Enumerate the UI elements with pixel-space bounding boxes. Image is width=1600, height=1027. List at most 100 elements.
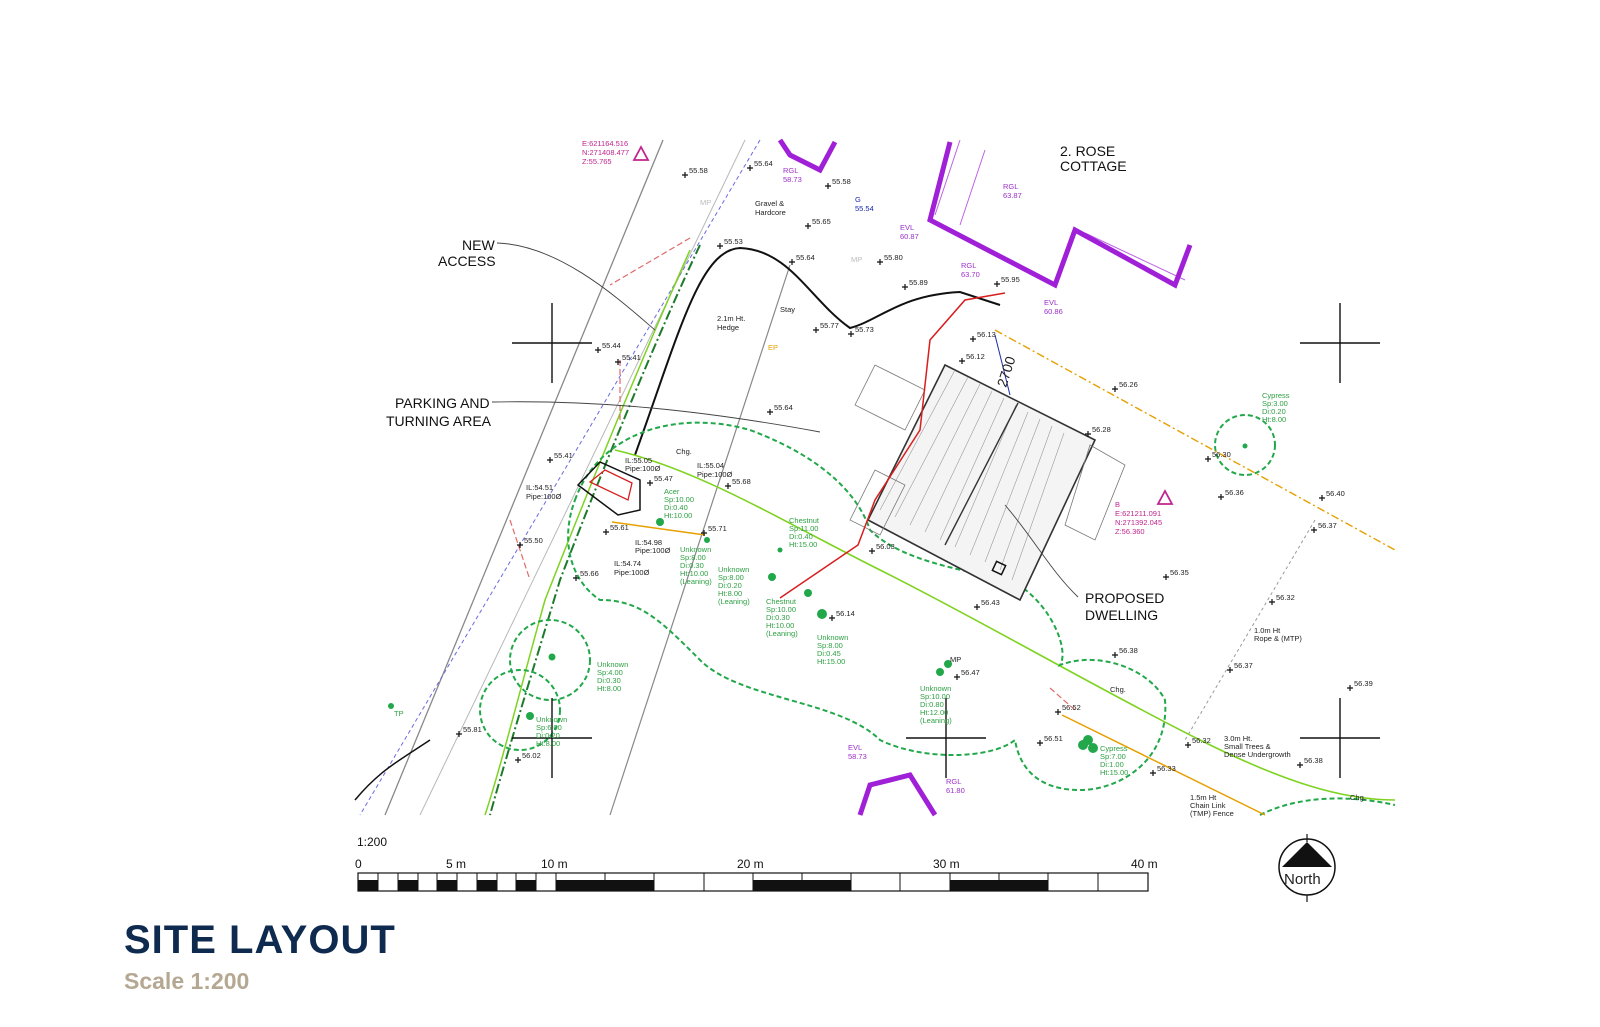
level-marker-icon bbox=[456, 731, 462, 737]
level-point: 55.66 bbox=[573, 569, 599, 581]
level-point: 56.14 bbox=[829, 609, 855, 621]
tree-note: (Leaning) bbox=[680, 577, 712, 586]
chg-label-1: Chg. bbox=[676, 447, 692, 456]
level-marker-icon bbox=[1347, 685, 1353, 691]
level-value: 55.50 bbox=[524, 536, 543, 545]
level-value: 56.37 bbox=[1318, 521, 1337, 530]
level-marker-icon bbox=[701, 530, 707, 536]
level-point: 55.77 bbox=[813, 321, 839, 333]
level-value: 56.32 bbox=[1192, 736, 1211, 745]
orange-pipe bbox=[611, 521, 706, 536]
north-arrow-icon bbox=[1282, 842, 1332, 867]
scale-bar: 1:200 0 5 m 10 m 20 m bbox=[355, 835, 1158, 892]
orange-fence-line bbox=[1061, 714, 1266, 816]
level-value: 56.02 bbox=[522, 751, 541, 760]
access-road-edge bbox=[634, 246, 1001, 456]
spot-pur-1-code: RGL bbox=[783, 166, 798, 175]
proposed-dwelling bbox=[849, 363, 1126, 602]
scale-label-30: 30 m bbox=[933, 857, 960, 871]
level-value: 55.89 bbox=[909, 278, 928, 287]
tree-name: Cypress bbox=[1262, 391, 1290, 400]
tree-sp: Sp:8.00 bbox=[680, 553, 706, 562]
level-value: 56.14 bbox=[836, 609, 855, 618]
cp2-n: N:271392.045 bbox=[1115, 518, 1162, 527]
hedge-label-1: 2.1m Ht. bbox=[717, 314, 745, 323]
level-point: 56.52 bbox=[1055, 703, 1081, 715]
tree-sp: Sp:6.00 bbox=[536, 723, 562, 732]
level-marker-icon bbox=[1311, 527, 1317, 533]
hedge-lines bbox=[484, 244, 1396, 816]
page-subtitle: Scale 1:200 bbox=[124, 968, 250, 994]
tree-name: Unknown bbox=[817, 633, 848, 642]
spot-pur-2-val: 63.87 bbox=[1003, 191, 1022, 200]
invert-1-il: IL:55.05 bbox=[625, 456, 652, 465]
level-marker-icon bbox=[1297, 762, 1303, 768]
mp-label-1: MP bbox=[700, 198, 711, 207]
level-value: 55.81 bbox=[463, 725, 482, 734]
level-marker-icon bbox=[825, 183, 831, 189]
level-point: 55.65 bbox=[805, 217, 831, 229]
tree-name: Unknown bbox=[680, 545, 711, 554]
level-value: 56.51 bbox=[1044, 734, 1063, 743]
level-value: 56.43 bbox=[981, 598, 1000, 607]
spot-pur-6-code: EVL bbox=[848, 743, 862, 752]
level-marker-icon bbox=[974, 604, 980, 610]
invert-3-pipe: Pipe:100Ø bbox=[526, 492, 562, 501]
level-value: 55.44 bbox=[602, 341, 621, 350]
ep-label: EP bbox=[768, 343, 778, 352]
trees-label-3: Dense Undergrowth bbox=[1224, 750, 1291, 759]
scale-label-40: 40 m bbox=[1131, 857, 1158, 871]
level-marker-icon bbox=[717, 243, 723, 249]
tree-ht: Ht:10.00 bbox=[766, 621, 794, 630]
tree-ht: Ht:12.00 bbox=[920, 708, 948, 717]
level-point: 56.38 bbox=[1112, 646, 1138, 658]
level-value: 55.47 bbox=[654, 474, 673, 483]
level-point: 55.73 bbox=[848, 325, 874, 337]
level-point: 56.35 bbox=[1163, 568, 1189, 580]
tree-di: Di:0.40 bbox=[664, 503, 688, 512]
level-value: 55.68 bbox=[732, 477, 751, 486]
level-value: 55.58 bbox=[832, 177, 851, 186]
chg-label-2: Chg. bbox=[1110, 685, 1126, 694]
level-point: 56.12 bbox=[959, 352, 985, 364]
level-marker-icon bbox=[1112, 652, 1118, 658]
scale-label-20: 20 m bbox=[737, 857, 764, 871]
level-marker-icon bbox=[1037, 740, 1043, 746]
scale-ratio: 1:200 bbox=[357, 835, 387, 849]
level-point: 55.41 bbox=[547, 451, 573, 463]
invert-4-il: IL:54.98 bbox=[635, 538, 662, 547]
level-value: 55.41 bbox=[622, 353, 641, 362]
scale-label-10: 10 m bbox=[541, 857, 568, 871]
tree-sp: Sp:10.00 bbox=[766, 605, 796, 614]
cp2-e: E:621211.091 bbox=[1115, 509, 1161, 518]
mp-label-2: MP bbox=[851, 255, 862, 264]
level-value: 55.71 bbox=[708, 524, 727, 533]
level-marker-icon bbox=[789, 259, 795, 265]
spot-pur-5-val: 60.86 bbox=[1044, 307, 1063, 316]
neighbour-buildings bbox=[777, 138, 1193, 817]
level-marker-icon bbox=[595, 347, 601, 353]
tree-sp: Sp:7.00 bbox=[1100, 752, 1126, 761]
spot-pur-5-code: EVL bbox=[1044, 298, 1058, 307]
rope-label-1: 1.0m Ht bbox=[1254, 626, 1281, 635]
level-point: 56.02 bbox=[515, 751, 541, 763]
level-marker-icon bbox=[877, 259, 883, 265]
spot-pur-3-val: 60.87 bbox=[900, 232, 919, 241]
level-value: 55.53 bbox=[724, 237, 743, 246]
rope-label-2: Rope & (MTP) bbox=[1254, 634, 1302, 643]
callout-new-access-1: NEW bbox=[462, 237, 495, 253]
level-point: 55.68 bbox=[725, 477, 751, 489]
tree-di: Di:0.20 bbox=[536, 731, 560, 740]
level-point: 55.50 bbox=[517, 536, 543, 548]
tree-name: Unknown bbox=[718, 565, 749, 574]
level-marker-icon bbox=[954, 674, 960, 680]
level-value: 56.36 bbox=[1225, 488, 1244, 497]
red-service-line bbox=[779, 292, 1006, 599]
level-value: 55.77 bbox=[820, 321, 839, 330]
invert-5-il: IL:54.74 bbox=[614, 559, 641, 568]
level-value: 56.03 bbox=[876, 542, 895, 551]
level-value: 56.38 bbox=[1119, 646, 1138, 655]
leader-lines bbox=[491, 242, 1079, 598]
tree-labels: AcerSp:10.00Di:0.40Ht:10.00UnknownSp:8.0… bbox=[536, 391, 1290, 777]
